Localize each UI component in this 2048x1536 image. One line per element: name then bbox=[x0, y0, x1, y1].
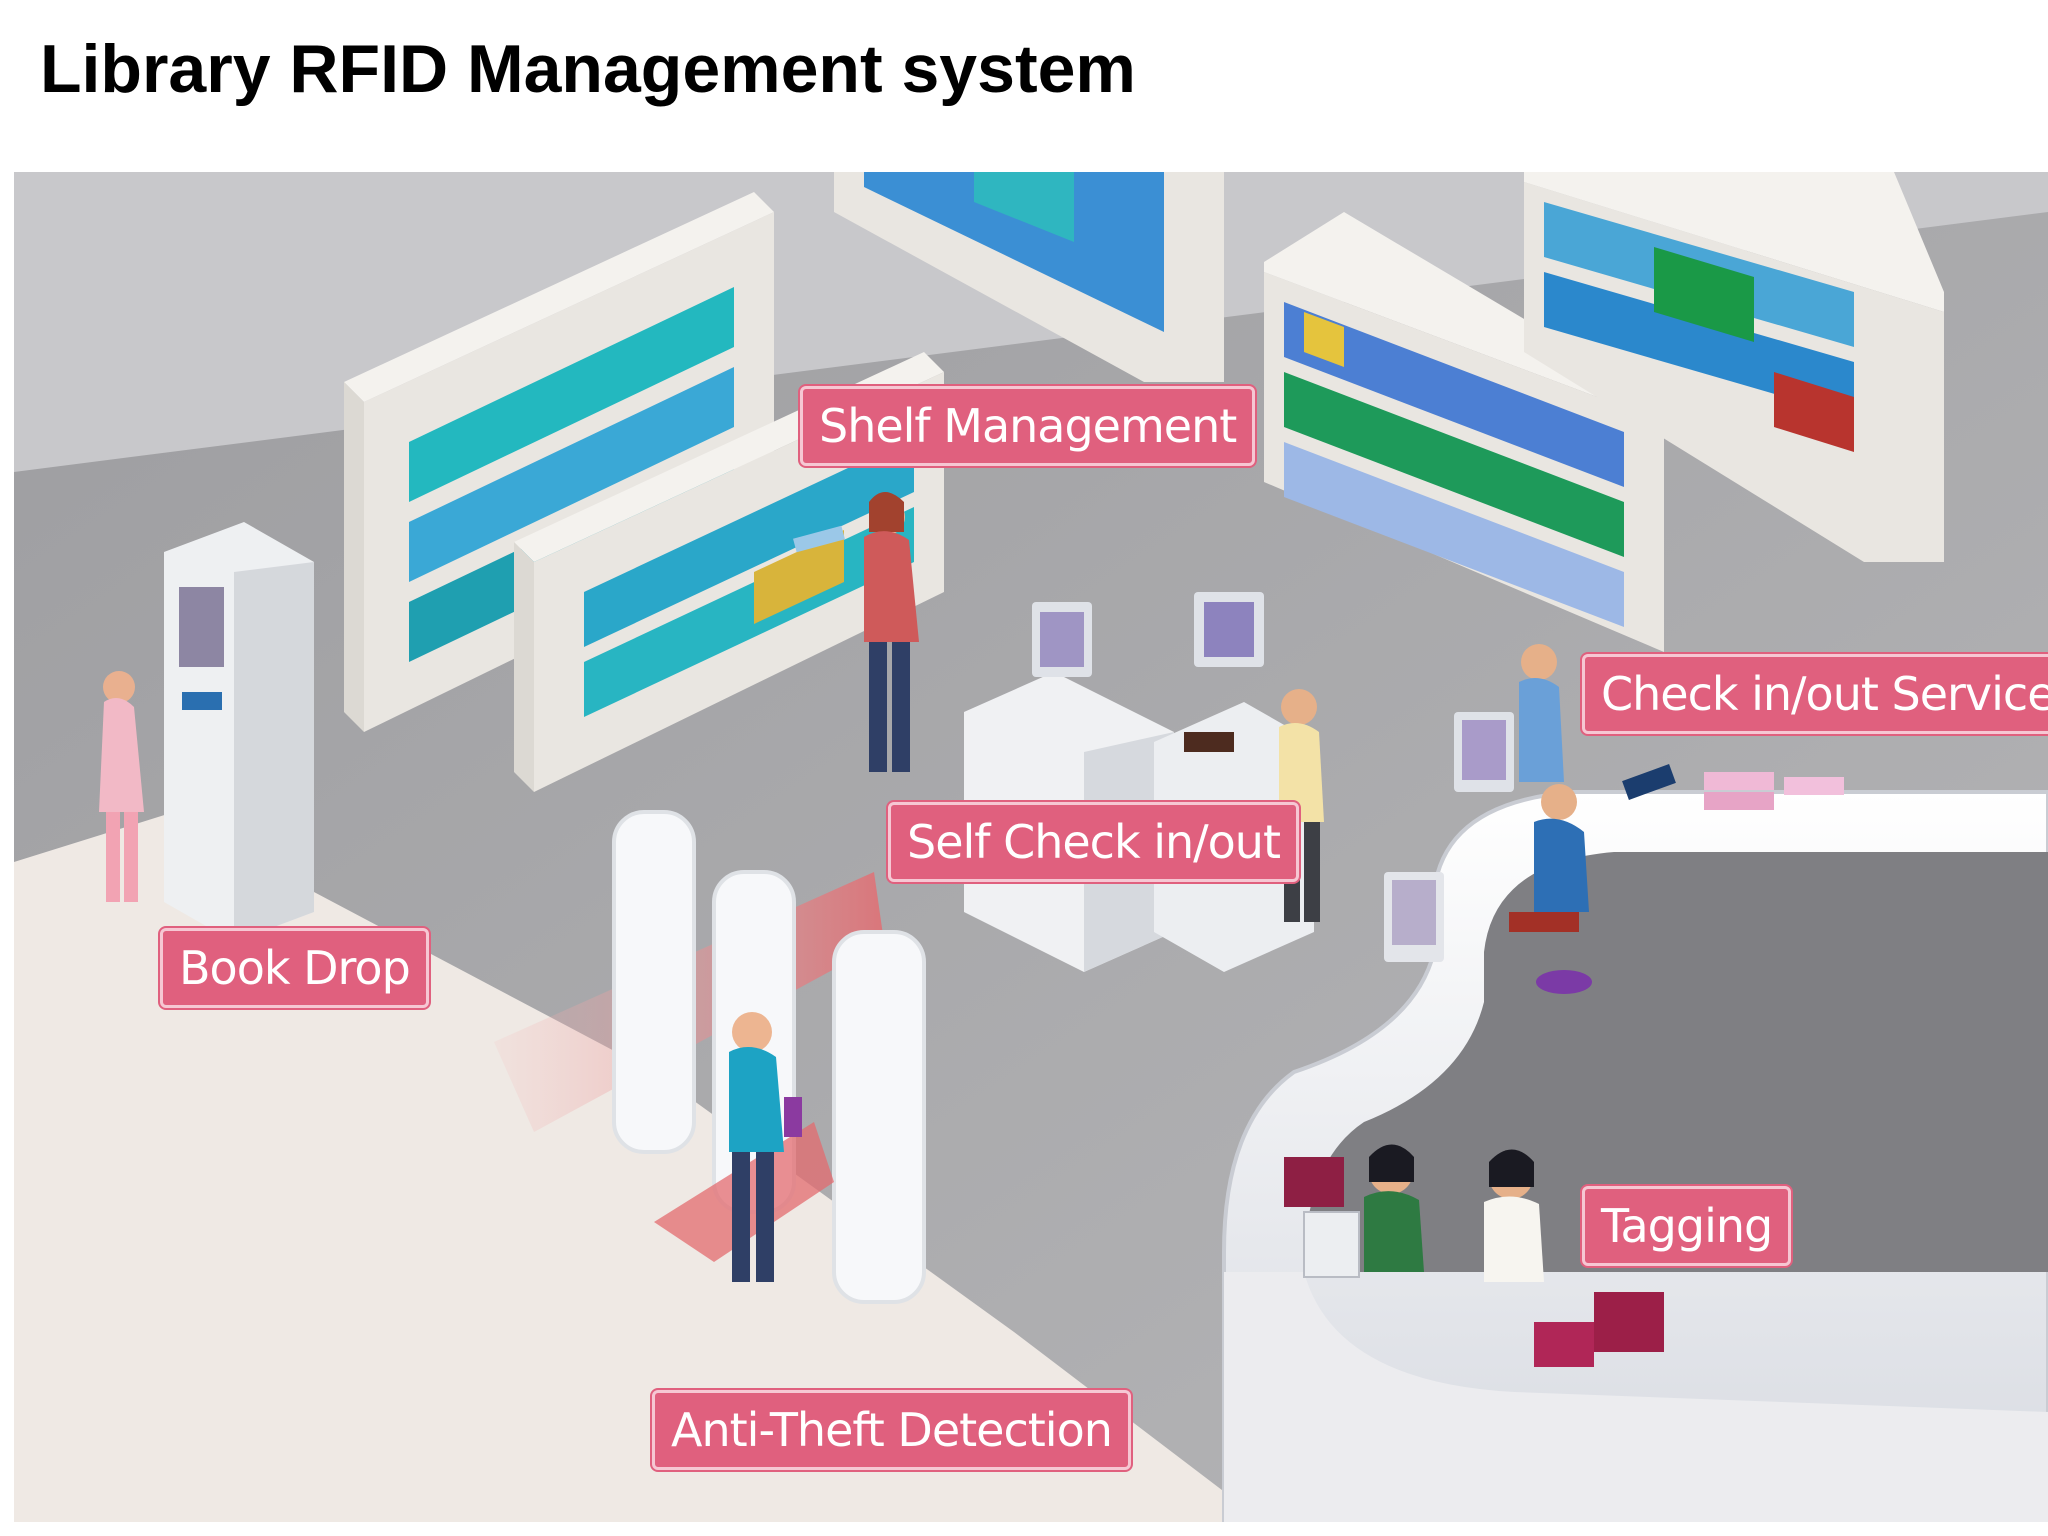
bookshelf-top-middle bbox=[834, 172, 1224, 382]
library-illustration: Shelf Management Check in/out Service Se… bbox=[14, 172, 2048, 1522]
callout-shelf-management: Shelf Management bbox=[800, 386, 1256, 466]
callout-anti-theft-detection: Anti-Theft Detection bbox=[652, 1390, 1131, 1470]
bookshelf-right-1 bbox=[1264, 212, 1664, 652]
staff-checkout bbox=[1384, 644, 1592, 994]
bookshelf-right-2 bbox=[1524, 172, 1944, 562]
book-drop-kiosk bbox=[164, 522, 314, 942]
callout-self-check-in-out: Self Check in/out bbox=[888, 802, 1299, 882]
person-shelf-scanner bbox=[793, 492, 919, 772]
callout-book-drop: Book Drop bbox=[160, 928, 429, 1008]
person-through-gates bbox=[729, 1012, 802, 1282]
tagging-staff bbox=[1284, 1144, 1664, 1367]
books-on-counter bbox=[1622, 764, 1844, 810]
callout-tagging: Tagging bbox=[1582, 1186, 1792, 1266]
callout-check-in-out-service: Check in/out Service bbox=[1582, 654, 2048, 734]
service-counter bbox=[1222, 790, 2048, 1522]
person-self-check bbox=[1279, 689, 1324, 922]
page-title: Library RFID Management system bbox=[40, 31, 1136, 107]
person-book-drop bbox=[99, 671, 144, 902]
